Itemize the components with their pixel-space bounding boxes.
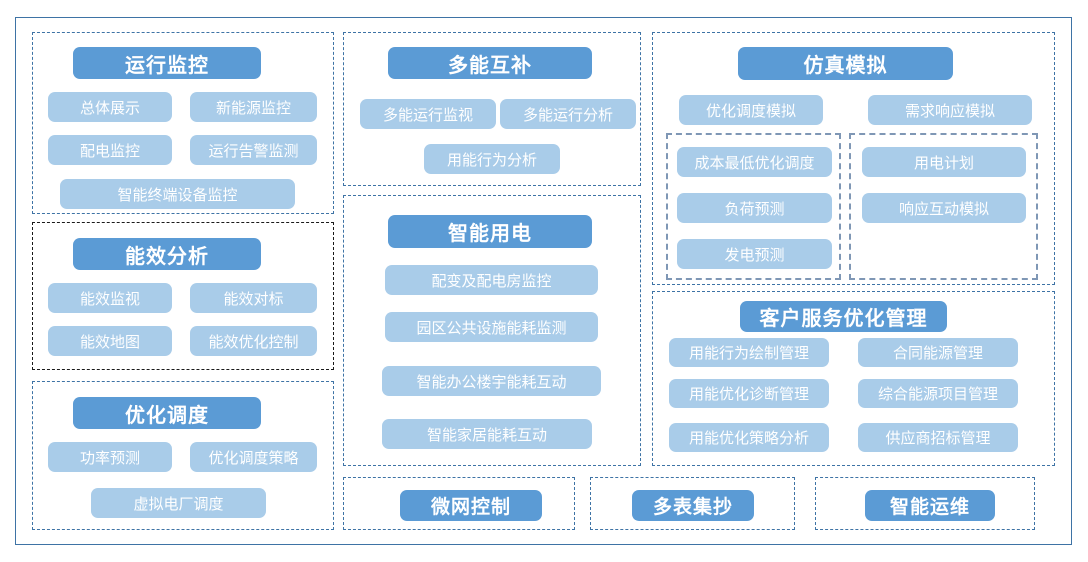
item-park-public-facility-energy-monitoring[interactable]: 园区公共设施能耗监测 (385, 312, 598, 342)
item-smart-terminal-device-monitoring[interactable]: 智能终端设备监控 (60, 179, 295, 209)
item-supplier-bidding-management[interactable]: 供应商招标管理 (858, 423, 1018, 452)
item-virtual-power-plant-dispatch[interactable]: 虚拟电厂调度 (91, 488, 266, 518)
item-efficiency-map[interactable]: 能效地图 (48, 326, 172, 356)
header-smart-electricity[interactable]: 智能用电 (388, 215, 592, 248)
item-demand-response-simulation[interactable]: 需求响应模拟 (868, 95, 1032, 125)
item-energy-optimization-diagnosis-management[interactable]: 用能优化诊断管理 (669, 379, 829, 408)
item-smart-home-energy-interaction[interactable]: 智能家居能耗互动 (382, 419, 592, 449)
header-microgrid-control[interactable]: 微网控制 (400, 490, 542, 521)
item-efficiency-benchmarking[interactable]: 能效对标 (190, 283, 317, 313)
item-response-interaction-simulation[interactable]: 响应互动模拟 (862, 193, 1026, 223)
item-electricity-usage-plan[interactable]: 用电计划 (862, 147, 1026, 177)
header-operation-monitoring[interactable]: 运行监控 (73, 47, 261, 79)
item-integrated-energy-project-management[interactable]: 综合能源项目管理 (858, 379, 1018, 408)
panel-operation-monitoring[interactable] (32, 32, 334, 214)
item-distribution-monitoring[interactable]: 配电监控 (48, 135, 172, 165)
panel-simulation[interactable] (652, 32, 1055, 285)
panel-smart-electricity[interactable] (343, 195, 641, 466)
panel-customer-service-optimization[interactable] (652, 291, 1055, 466)
panel-intelligent-operation[interactable] (815, 477, 1035, 530)
item-efficiency-optimization-control[interactable]: 能效优化控制 (190, 326, 317, 356)
item-multi-energy-operation-analysis[interactable]: 多能运行分析 (500, 99, 636, 129)
panel-multi-meter-reading[interactable] (590, 477, 795, 530)
header-multi-energy-complementarity[interactable]: 多能互补 (388, 47, 592, 79)
item-power-forecast[interactable]: 功率预测 (48, 442, 172, 472)
subpanel-simulation-right-group[interactable] (849, 133, 1038, 280)
panel-microgrid-control[interactable] (343, 477, 575, 530)
item-lowest-cost-optimized-dispatch[interactable]: 成本最低优化调度 (677, 147, 832, 177)
item-energy-optimization-strategy-analysis[interactable]: 用能优化策略分析 (669, 423, 829, 452)
item-energy-behavior-analysis[interactable]: 用能行为分析 (424, 144, 560, 174)
item-contract-energy-management[interactable]: 合同能源管理 (858, 338, 1018, 367)
item-multi-energy-operation-monitoring[interactable]: 多能运行监视 (360, 99, 496, 129)
subpanel-simulation-left-group[interactable] (666, 133, 841, 280)
item-optimized-dispatch-strategy[interactable]: 优化调度策略 (190, 442, 317, 472)
panel-energy-efficiency-analysis[interactable] (32, 222, 334, 370)
item-power-generation-forecast[interactable]: 发电预测 (677, 239, 832, 269)
header-simulation[interactable]: 仿真模拟 (738, 47, 953, 80)
item-new-energy-monitoring[interactable]: 新能源监控 (190, 92, 317, 122)
header-intelligent-operation[interactable]: 智能运维 (865, 490, 995, 521)
header-energy-efficiency-analysis[interactable]: 能效分析 (73, 238, 261, 270)
panel-multi-energy-complementarity[interactable] (343, 32, 641, 186)
header-optimized-dispatch[interactable]: 优化调度 (73, 397, 261, 429)
header-customer-service-optimization[interactable]: 客户服务优化管理 (740, 301, 947, 332)
header-multi-meter-reading[interactable]: 多表集抄 (632, 490, 754, 521)
outer-frame (15, 17, 1072, 545)
item-energy-behavior-mapping-management[interactable]: 用能行为绘制管理 (669, 338, 829, 367)
item-load-forecast[interactable]: 负荷预测 (677, 193, 832, 223)
item-operation-alarm-monitoring[interactable]: 运行告警监测 (190, 135, 317, 165)
item-smart-office-building-energy-interaction[interactable]: 智能办公楼宇能耗互动 (382, 366, 601, 396)
item-overall-display[interactable]: 总体展示 (48, 92, 172, 122)
panel-optimized-dispatch[interactable] (32, 381, 334, 530)
item-efficiency-monitoring[interactable]: 能效监视 (48, 283, 172, 313)
item-transformer-substation-monitoring[interactable]: 配变及配电房监控 (385, 265, 598, 295)
item-optimized-dispatch-simulation[interactable]: 优化调度模拟 (679, 95, 823, 125)
